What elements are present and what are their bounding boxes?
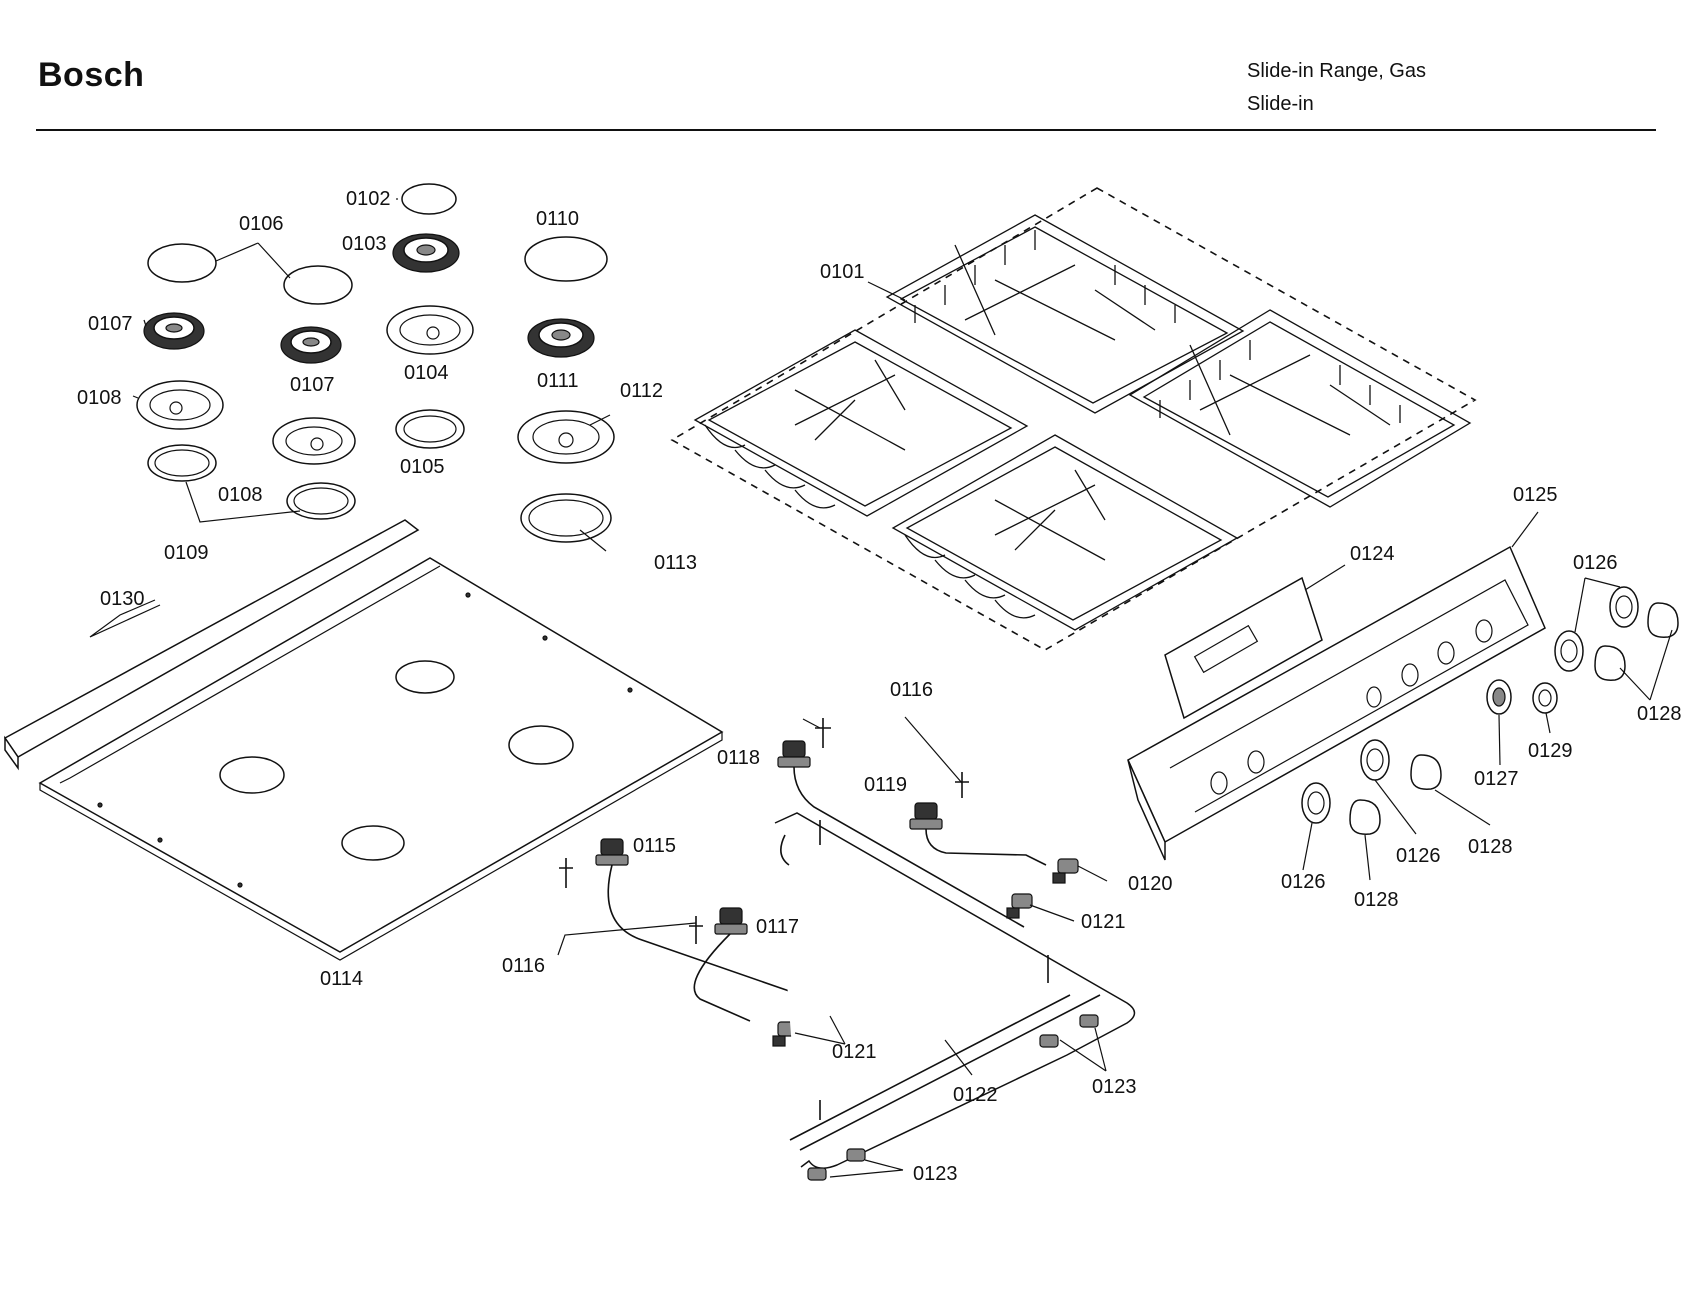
- part-0121-orifice-a[interactable]: [1006, 893, 1033, 919]
- label-0119: 0119: [864, 774, 907, 796]
- part-0123-clip-b[interactable]: [807, 1148, 866, 1181]
- label-0116-b: 0116: [502, 955, 545, 977]
- label-0101: 0101: [820, 261, 865, 283]
- knobs-and-bezels: [1301, 586, 1679, 835]
- label-0102: 0102: [346, 188, 391, 210]
- part-0128-knob-a[interactable]: [1647, 602, 1679, 638]
- part-0118-valve[interactable]: [777, 740, 811, 768]
- label-0126-a: 0126: [1573, 552, 1618, 574]
- label-0123-a: 0123: [1092, 1076, 1137, 1098]
- part-0126-bezel-d[interactable]: [1301, 782, 1331, 824]
- label-0127: 0127: [1474, 768, 1519, 790]
- label-0107-b: 0107: [290, 374, 335, 396]
- label-0113: 0113: [654, 552, 697, 574]
- label-0111: 0111: [537, 370, 579, 392]
- brand-title: Bosch: [38, 56, 145, 94]
- part-0112-spreader[interactable]: [517, 410, 615, 464]
- part-0115-valve[interactable]: [595, 838, 629, 866]
- part-0111-burner-head[interactable]: [527, 318, 595, 358]
- model-description: Slide-in Range, Gas: [1247, 60, 1426, 82]
- part-0107-burner-head-b[interactable]: [280, 326, 342, 364]
- part-0108-spreader-a[interactable]: [136, 380, 224, 430]
- part-0120-orifice[interactable]: [1052, 858, 1079, 884]
- label-0125: 0125: [1513, 484, 1558, 506]
- part-0106-cap-b[interactable]: [283, 265, 353, 305]
- part-0101-grates[interactable]: [670, 187, 1477, 651]
- label-0123-b: 0123: [913, 1163, 958, 1185]
- part-0124-control-board[interactable]: [1164, 576, 1323, 720]
- label-0120: 0120: [1128, 873, 1173, 895]
- part-0128-knob-c[interactable]: [1410, 754, 1442, 790]
- part-0119-valve[interactable]: [909, 802, 943, 830]
- burner-parts: [136, 183, 615, 543]
- label-0104: 0104: [404, 362, 449, 384]
- part-0107-burner-head-a[interactable]: [143, 312, 205, 350]
- label-0107-a: 0107: [88, 313, 133, 335]
- label-0117: 0117: [756, 916, 799, 938]
- label-0109: 0109: [164, 542, 209, 564]
- model-type: Slide-in: [1247, 93, 1314, 115]
- part-0103-burner-head[interactable]: [392, 233, 460, 273]
- label-0115: 0115: [633, 835, 676, 857]
- gas-valves-and-tubing: [559, 718, 1136, 1181]
- label-0106: 0106: [239, 213, 284, 235]
- label-0121-b: 0121: [832, 1041, 877, 1063]
- part-0129-knob[interactable]: [1532, 682, 1558, 714]
- label-0118: 0118: [717, 747, 760, 769]
- label-0121-a: 0121: [1081, 911, 1126, 933]
- label-0126-b: 0126: [1396, 845, 1441, 867]
- part-0105-ring[interactable]: [395, 409, 465, 449]
- label-0129: 0129: [1528, 740, 1573, 762]
- label-0130: 0130: [100, 588, 145, 610]
- part-0116-clip-c[interactable]: [559, 858, 573, 888]
- part-0117-valve[interactable]: [714, 907, 748, 935]
- part-0109-ring-b[interactable]: [286, 482, 356, 520]
- part-0116-clip-a[interactable]: [815, 718, 831, 748]
- part-0116-clip-b[interactable]: [955, 772, 969, 798]
- part-0114-cooktop-panel[interactable]: [38, 557, 724, 961]
- label-0124: 0124: [1350, 543, 1395, 565]
- part-0108-spreader-b[interactable]: [272, 417, 356, 465]
- part-0113-ring[interactable]: [520, 493, 612, 543]
- part-0104-spreader[interactable]: [386, 305, 474, 355]
- label-0126-c: 0126: [1281, 871, 1326, 893]
- label-0105: 0105: [400, 456, 445, 478]
- leader-lines: [89, 198, 1673, 1178]
- label-0110: 0110: [536, 208, 579, 230]
- part-0128-knob-d[interactable]: [1349, 799, 1381, 835]
- part-0125-control-panel[interactable]: [1127, 545, 1546, 861]
- part-0126-bezel-a[interactable]: [1609, 586, 1639, 628]
- part-0126-bezel-c[interactable]: [1360, 739, 1390, 781]
- part-0127-bezel[interactable]: [1486, 679, 1512, 715]
- label-0103: 0103: [342, 233, 387, 255]
- part-0130-trim-strip[interactable]: [3, 519, 420, 771]
- part-0102-cap[interactable]: [401, 183, 457, 215]
- part-0116-clip-d[interactable]: [689, 916, 703, 944]
- part-0126-bezel-b[interactable]: [1554, 630, 1584, 672]
- part-0106-cap-a[interactable]: [147, 243, 217, 283]
- part-0110-cap[interactable]: [524, 236, 608, 282]
- part-0109-ring-a[interactable]: [147, 444, 217, 482]
- header-divider: [36, 129, 1656, 131]
- label-0108-a: 0108: [77, 387, 122, 409]
- part-0123-clip-a[interactable]: [1039, 1014, 1099, 1048]
- part-0128-knob-b[interactable]: [1594, 645, 1626, 681]
- callout-labels: 0102 0106 0103 0110 0101 0107 0107 0104 …: [77, 188, 1682, 1185]
- label-0116-a: 0116: [890, 679, 933, 701]
- label-0122: 0122: [953, 1084, 998, 1106]
- label-0112: 0112: [620, 380, 663, 402]
- label-0128-b: 0128: [1468, 836, 1513, 858]
- label-0114: 0114: [320, 968, 363, 990]
- label-0108-b: 0108: [218, 484, 263, 506]
- part-0122-manifold[interactable]: [774, 812, 1136, 1169]
- label-0128-c: 0128: [1354, 889, 1399, 911]
- label-0128-a: 0128: [1637, 703, 1682, 725]
